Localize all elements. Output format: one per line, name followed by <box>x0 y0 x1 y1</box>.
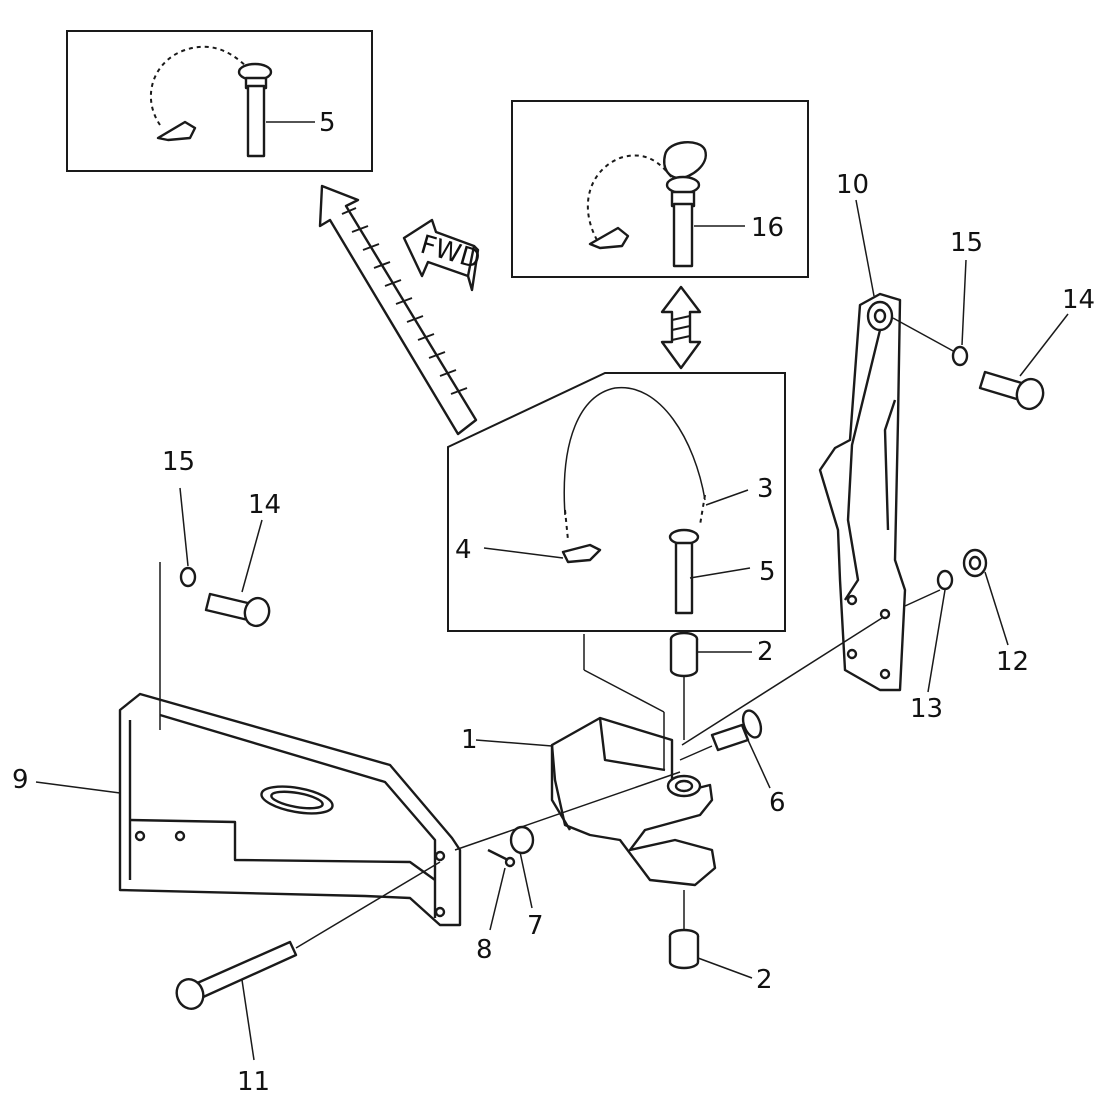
detail-box-pin-5 <box>66 30 373 172</box>
callout-2-lower: 2 <box>756 965 773 995</box>
interchangeable-arrow-icon <box>660 285 702 370</box>
bushing-lower <box>668 890 753 979</box>
bushing-upper <box>669 631 752 740</box>
nut-12 <box>962 548 1009 646</box>
callout-3: 3 <box>757 474 774 504</box>
callout-12: 12 <box>996 647 1029 677</box>
callout-7: 7 <box>527 911 544 941</box>
callout-5-top-left: 5 <box>319 108 336 138</box>
bolt-14-right <box>978 313 1069 411</box>
washer-15-right <box>951 259 969 367</box>
callout-15-right: 15 <box>950 228 983 258</box>
callout-10: 10 <box>836 170 869 200</box>
pin-assembly-frame <box>447 372 786 632</box>
washer-15-left <box>179 487 197 588</box>
callout-labels: 5 16 10 15 14 3 4 5 15 14 2 12 13 1 6 9 … <box>12 108 1095 1097</box>
callout-11: 11 <box>237 1067 270 1097</box>
callout-6: 6 <box>769 788 786 818</box>
bolt-6 <box>679 709 771 789</box>
nut-7 <box>509 825 535 909</box>
callout-8: 8 <box>476 935 493 965</box>
callout-2-upper: 2 <box>757 637 774 667</box>
callout-5-center: 5 <box>759 557 776 587</box>
bolt-14-left <box>204 519 271 628</box>
callout-9: 9 <box>12 765 29 795</box>
callout-14-left: 14 <box>248 490 281 520</box>
forward-direction-arrow-icon: FWD <box>402 218 484 292</box>
left-bracket <box>35 562 462 927</box>
washer-13 <box>927 569 954 693</box>
callout-16: 16 <box>751 213 784 243</box>
right-arm <box>681 199 956 746</box>
long-bolt-11 <box>175 771 681 1061</box>
callout-14-right: 14 <box>1062 285 1095 315</box>
callout-4: 4 <box>455 535 472 565</box>
detail-view-arrow-icon <box>318 184 478 436</box>
cotter-pin-8 <box>487 848 516 931</box>
callout-13: 13 <box>910 694 943 724</box>
callout-15-left: 15 <box>162 447 195 477</box>
detail-box-pin-16 <box>511 100 809 278</box>
callout-1: 1 <box>461 725 478 755</box>
hinge-bracket <box>475 634 717 887</box>
